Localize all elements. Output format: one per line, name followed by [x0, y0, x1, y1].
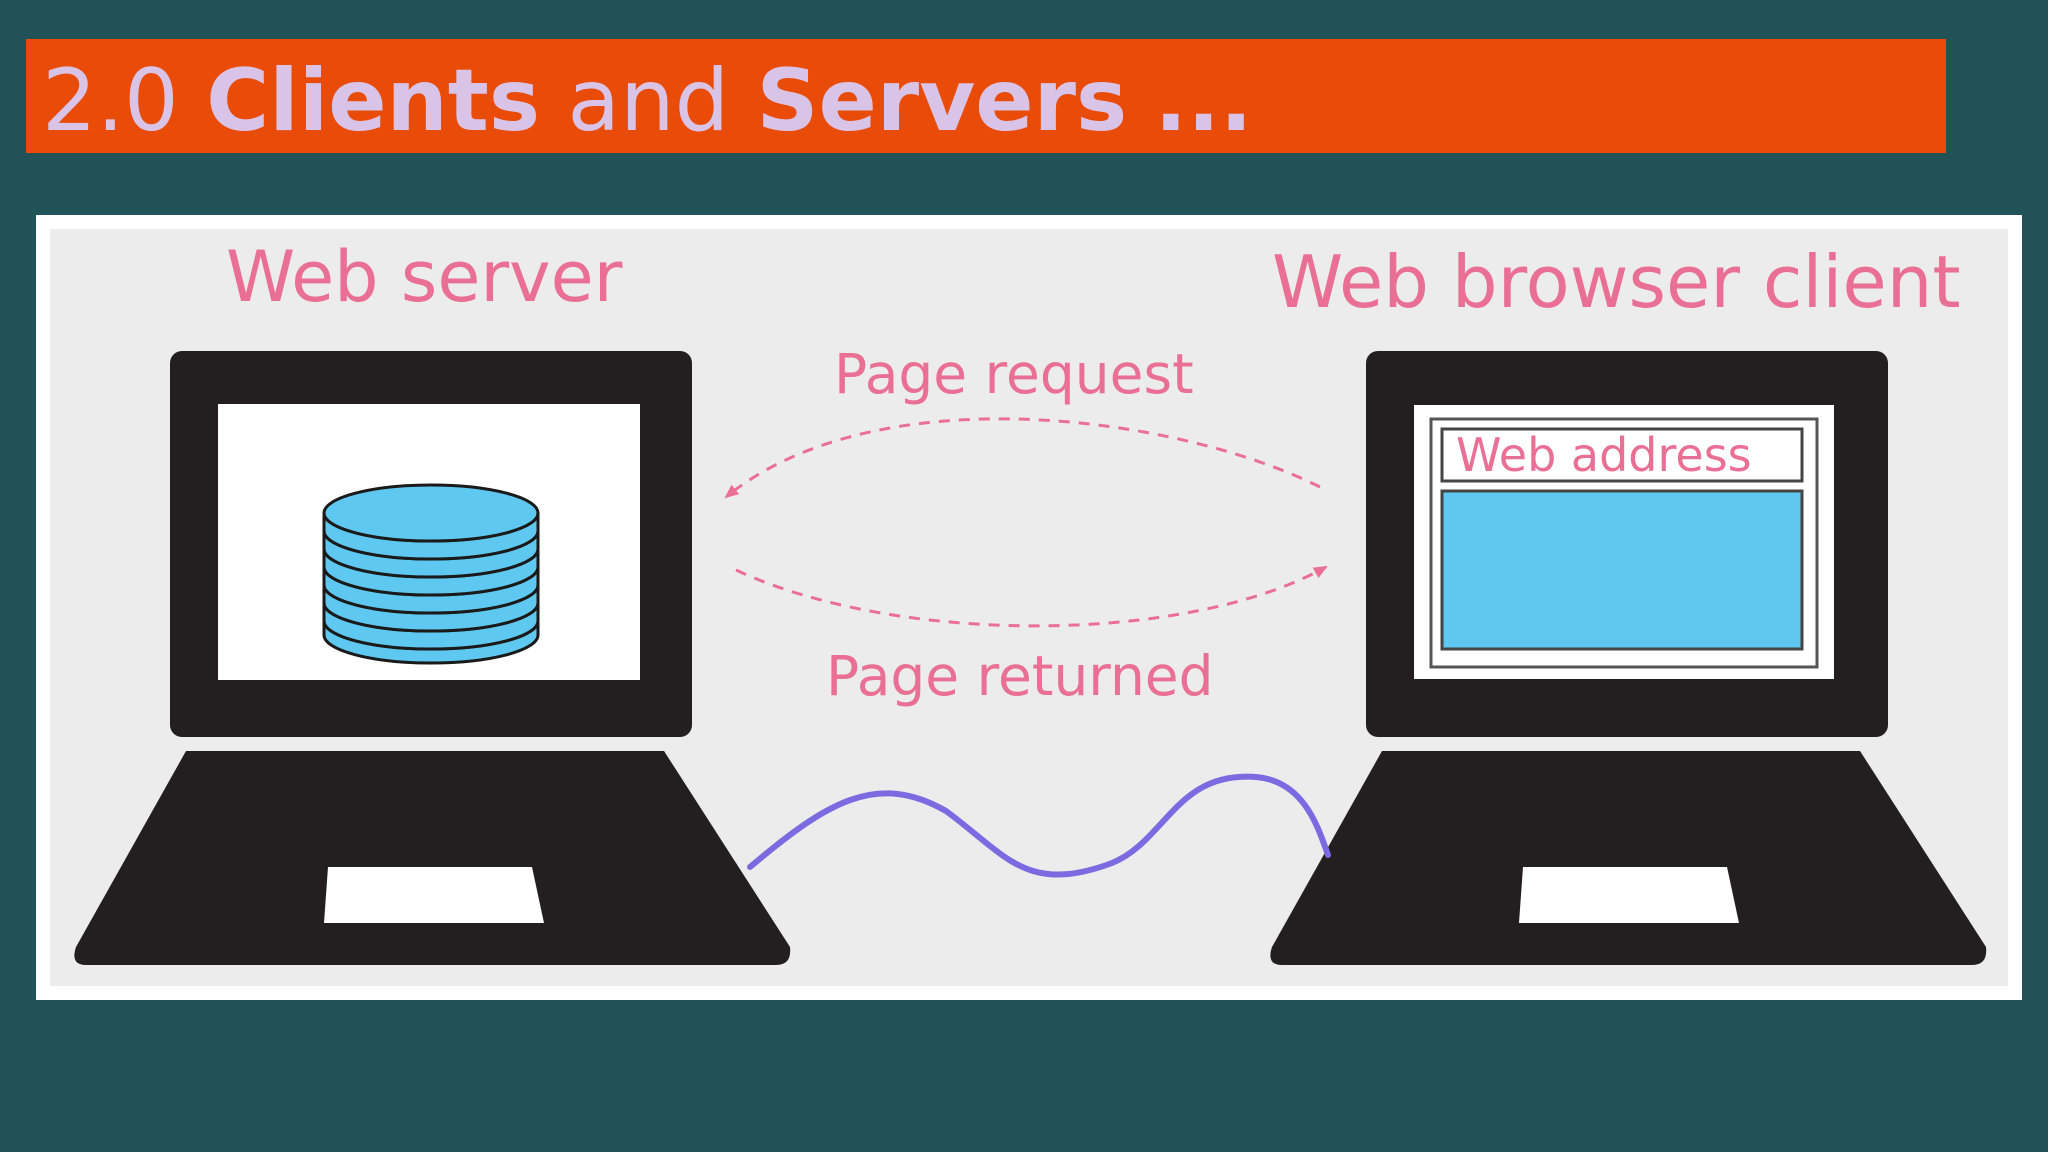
server-keyboard-base [74, 751, 791, 965]
title-servers: Servers [756, 51, 1128, 151]
client-keyboard-base [1270, 751, 1987, 965]
database-icon [322, 483, 540, 665]
page-returned-arrow [735, 565, 1328, 628]
title-bar [26, 39, 1946, 153]
browser-window [1429, 417, 1819, 669]
page-request-arrow [724, 417, 1321, 499]
server-trackpad [324, 867, 544, 923]
browser-content-area [1440, 489, 1804, 651]
title-number: 2.0 [42, 51, 179, 151]
client-laptop: Web address [1270, 351, 1987, 965]
address-bar [1440, 427, 1804, 483]
diagram-svg: Web server Web browser client Page reque… [50, 229, 2008, 986]
page-returned-label: Page returned [826, 644, 1214, 708]
web-address-label: Web address [1456, 428, 1752, 482]
title-ellipsis: ... [1154, 51, 1253, 151]
slide-title: 2.0 Clients and Servers ... [42, 44, 1253, 158]
network-cable [747, 773, 1331, 878]
client-trackpad [1519, 867, 1739, 923]
web-server-label: Web server [226, 236, 623, 318]
title-and: and [567, 51, 730, 151]
page-request-label: Page request [834, 342, 1194, 406]
title-clients: Clients [206, 51, 541, 151]
web-browser-client-label: Web browser client [1272, 240, 1961, 324]
client-server-diagram: Web server Web browser client Page reque… [36, 215, 2022, 1000]
